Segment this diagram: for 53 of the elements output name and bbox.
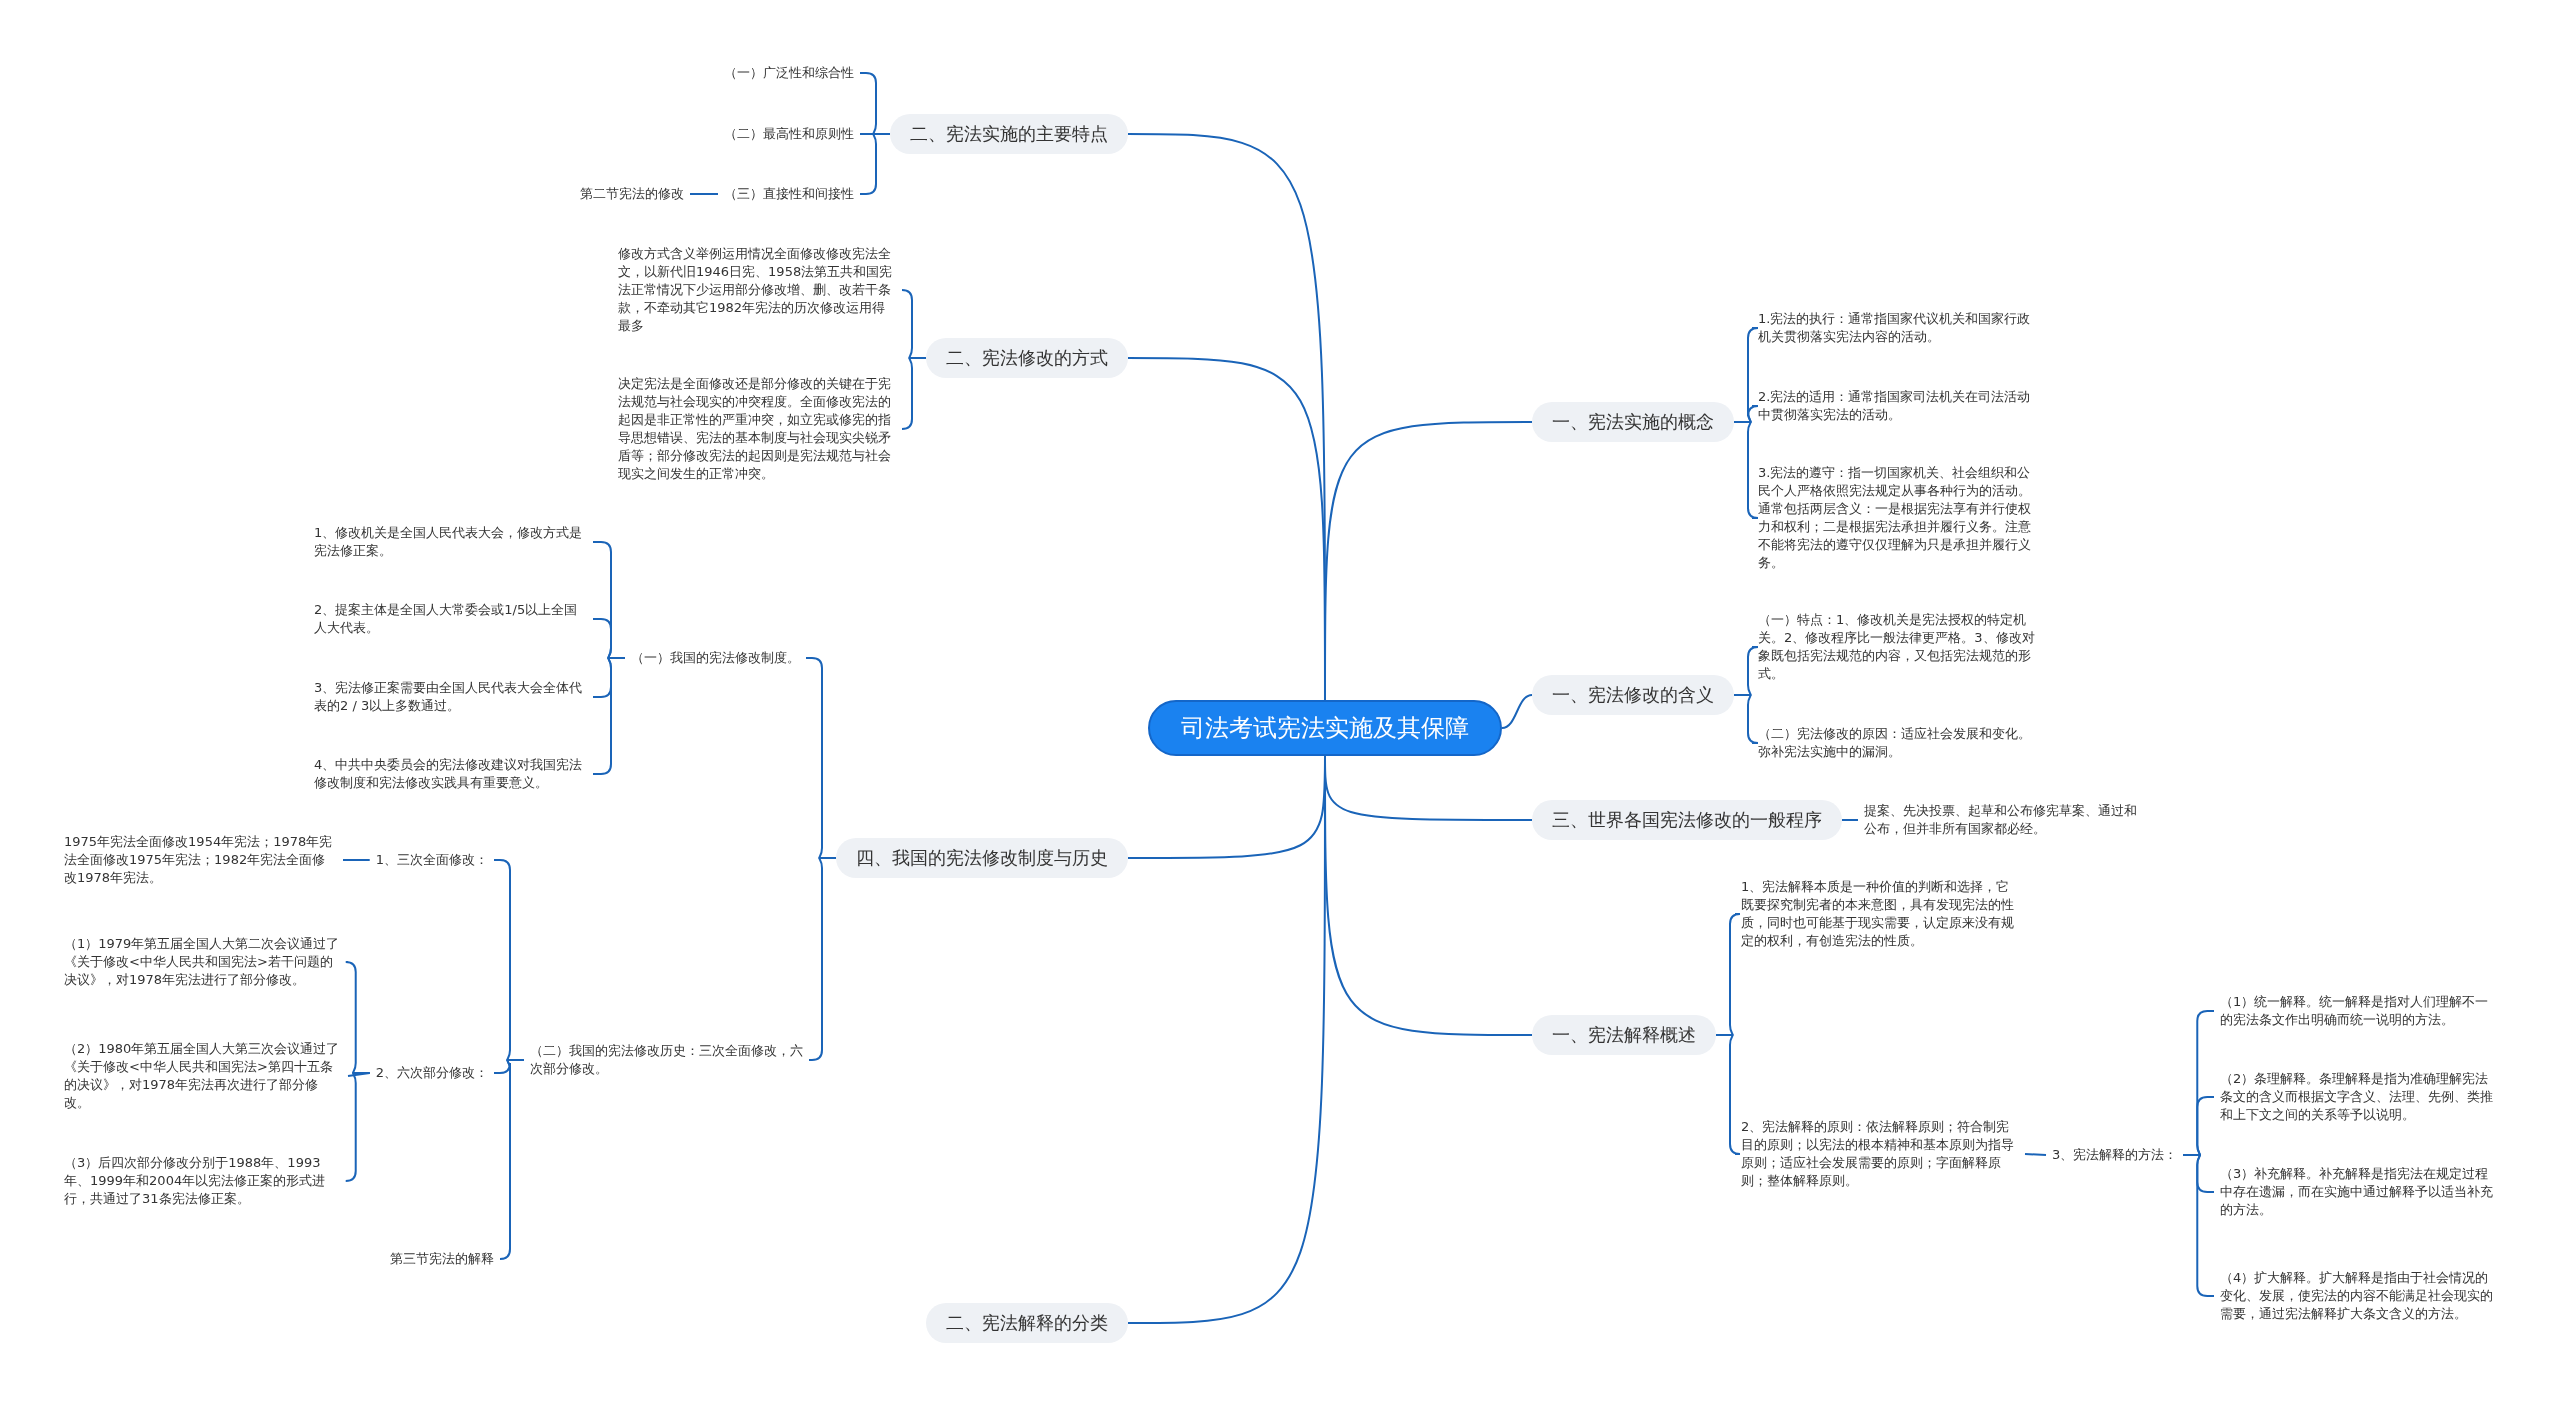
topic-text: 2.宪法的适用：通常指国家司法机关在司法活动中贯彻落实宪法的活动。 (1752, 386, 2042, 426)
topic-text: 1、三次全面修改： (369, 849, 494, 871)
topic-pill: 四、我国的宪法修改制度与历史 (836, 838, 1128, 878)
topic-text: 1、修改机关是全国人民代表大会，修改方式是宪法修正案。 (308, 522, 593, 562)
topic-text: 2、提案主体是全国人大常委会或1/5以上全国人大代表。 (308, 599, 593, 639)
topic-text: （二）我国的宪法修改历史：三次全面修改，六次部分修改。 (524, 1040, 809, 1080)
topic-text: 1.宪法的执行：通常指国家代议机关和国家行政机关贯彻落实宪法内容的活动。 (1752, 308, 2042, 348)
topic-text: （二）最高性和原则性 (718, 123, 860, 145)
topic-text: 提案、先决投票、起草和公布修宪草案、通过和公布，但并非所有国家都必经。 (1858, 800, 2148, 840)
topic-pill: 二、宪法解释的分类 (926, 1303, 1128, 1343)
branch-line (901, 357, 927, 430)
topic-text: （3）后四次部分修改分别于1988年、1993年、1999年和2004年以宪法修正案的形式进行，共通过了31条宪法修正案。 (58, 1152, 348, 1210)
topic-text: （1）统一解释。统一解释是指对人们理解不一的宪法条文作出明确而统一说明的方法。 (2214, 991, 2506, 1031)
branch-line (1715, 1034, 1741, 1155)
topic-text: （一）特点：1、修改机关是宪法授权的特定机关。2、修改程序比一般法律更严格。3、修改对象既包括宪法规范的内容，又包括宪法规范的形式。 (1752, 609, 2042, 685)
topic-text: 3、宪法解释的方法： (2046, 1144, 2184, 1166)
topic-text: 2、六次部分修改： (369, 1062, 494, 1084)
topic-text: 决定宪法是全面修改还是部分修改的关键在于宪法规范与社会现实的冲突程度。全面修改宪法的起因是非正常性的严重冲突，如立宪或修宪的指导思想错误、宪法的基本制度与社会现实尖锐矛盾等；部分修改宪法的起因则是宪法规范与社会现实之间发生的正常冲突。 (612, 373, 902, 485)
topic-text: （4）扩大解释。扩大解释是指由于社会情况的变化、发展，使宪法的内容不能满足社会现实的需要，通过宪法解释扩大条文含义的方法。 (2214, 1267, 2506, 1325)
branch-line (344, 1072, 371, 1182)
branch-line (499, 1059, 525, 1260)
topic-text: （2）1980年第五届全国人大第三次会议通过了《关于修改<中华人民共和国宪法>第四十五条的决议》，对1978年宪法再次进行了部分修改。 (58, 1038, 348, 1114)
branch-line (1733, 694, 1759, 744)
branch-line (689, 193, 719, 195)
topic-text: （3）补充解释。补充解释是指宪法在规定过程中存在遗漏，而在实施中通过解释予以适当补充的方法。 (2214, 1163, 2506, 1221)
topic-text: 3.宪法的遵守：指一切国家机关、社会组织和公民个人严格依照宪法规定从事各种行为的活动。通常包括两层含义：一是根据宪法享有并行使权力和权利；二是根据宪法承担并履行义务。注意不能将宪法的遵守仅仅理解为只是承担并履行义务。 (1752, 462, 2042, 574)
topic-text: 第三节宪法的解释 (384, 1248, 500, 1270)
topic-text: 4、中共中央委员会的宪法修改建议对我国宪法修改制度和宪法修改实践具有重要意义。 (308, 754, 593, 794)
topic-pill: 二、宪法修改的方式 (926, 338, 1128, 378)
topic-text: 2、宪法解释的原则：依法解释原则；符合制宪目的原则；以宪法的根本精神和基本原则为指导原则；适应社会发展需要的原则；字面解释原则；整体解释原则。 (1735, 1116, 2025, 1192)
topic-text: 3、宪法修正案需要由全国人民代表大会全体代表的2 / 3以上多数通过。 (308, 677, 593, 717)
topic-text: （一）广泛性和综合性 (718, 62, 860, 84)
root-topic: 司法考试宪法实施及其保障 (1148, 700, 1502, 756)
branch-line (342, 859, 371, 861)
topic-text: 1、宪法解释本质是一种价值的判断和选择，它既要探究制宪者的本来意图，具有发现宪法的性质，同时也可能基于现实需要，认定原来没有规定的权利，有创造宪法的性质。 (1735, 876, 2025, 952)
topic-pill: 三、世界各国宪法修改的一般程序 (1532, 800, 1842, 840)
branch-line (1841, 819, 1859, 821)
topic-text: 修改方式含义举例运用情况全面修改修改宪法全文，以新代旧1946日宪、1958法第五共和国宪法正常情况下少运用部分修改增、删、改若干条款，不牵动其它1982年宪法的历次修改运用得最多 (612, 243, 902, 337)
topic-text: （二）宪法修改的原因：适应社会发展和变化。弥补宪法实施中的漏洞。 (1752, 723, 2042, 763)
branch-line (1501, 694, 1533, 729)
topic-pill: 二、宪法实施的主要特点 (890, 114, 1128, 154)
branch-line (1733, 421, 1759, 519)
topic-pill: 一、宪法修改的含义 (1532, 675, 1734, 715)
topic-text: 1975年宪法全面修改1954年宪法；1978年宪法全面修改1975年宪法；1982年宪法全面修改1978年宪法。 (58, 831, 343, 889)
topic-text: 第二节宪法的修改 (574, 183, 690, 205)
topic-text: （一）我国的宪法修改制度。 (625, 647, 806, 669)
topic-text: （三）直接性和间接性 (718, 183, 860, 205)
topic-text: （2）条理解释。条理解释是指为准确理解宪法条文的含义而根据文字含义、法理、先例、类推和上下文之间的关系等予以说明。 (2214, 1068, 2506, 1126)
branch-line (808, 857, 837, 1061)
topic-text: （1）1979年第五届全国人大第二次会议通过了《关于修改<中华人民共和国宪法>若干问题的决议》，对1978年宪法进行了部分修改。 (58, 933, 348, 991)
topic-pill: 一、宪法解释概述 (1532, 1015, 1716, 1055)
topic-pill: 一、宪法实施的概念 (1532, 402, 1734, 442)
branch-line (2024, 1153, 2047, 1156)
